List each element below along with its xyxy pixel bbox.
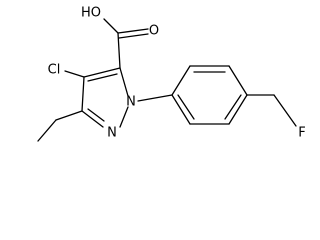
bond-c3-n2-inner [87,108,105,122]
structure-drawing: HO O Cl N N F [37,6,306,142]
bond-c4-c3 [81,76,85,112]
bond-c5-c4 [83,67,121,78]
bond-c4-cl [64,70,85,78]
bond-ph-inner-b [224,94,242,120]
bond-ph4-ph5 [228,94,248,125]
label-chlorine: Cl [48,63,61,78]
bond-n2-n1 [119,106,129,128]
bond-ph6-ph1 [171,94,191,125]
bond-n1-phenyl [137,94,173,102]
bond-carboxyl-oh [103,18,119,34]
label-fluorine: F [298,126,305,141]
bond-c5-carboxyl [117,32,121,69]
bond-carbonyl-a [117,28,149,34]
label-ring-nitrogen-n1: N [126,95,136,110]
label-carbonyl-oxygen: O [149,24,159,39]
bond-n1-c5 [119,67,129,97]
label-ring-nitrogen-n2: N [107,126,117,141]
bond-ethyl-methyl [37,119,57,142]
bond-ph3-ph4 [228,65,248,96]
label-carboxyl-hydroxyl: HO [81,6,101,21]
bond-ph1-ph2 [171,65,191,96]
bond-c5-c4-inner [87,73,118,82]
bond-ch2-f [273,94,297,127]
bond-c3-n2 [81,110,104,128]
bond-c3-ethyl [55,110,83,121]
bond-ph-inner-c [177,94,195,120]
bond-carbonyl-b [118,33,149,39]
